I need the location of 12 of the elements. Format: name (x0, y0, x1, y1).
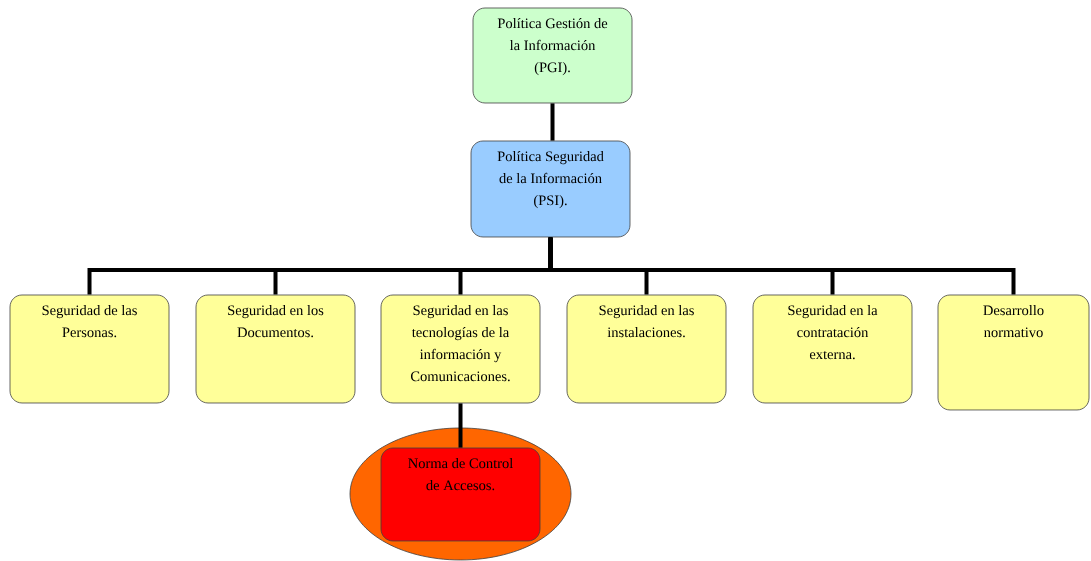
connector-line (550, 103, 555, 141)
process-box: Norma de Control de Accesos. (380, 447, 541, 542)
process-box: Desarrollo normativo (937, 294, 1090, 411)
process-box: Política Seguridad de la Información (PSI). (470, 140, 631, 238)
process-box: Seguridad en las tecnologías de la información y Comunicaciones. (380, 294, 541, 404)
process-box: Política Gestión de la Información (PGI). (472, 7, 633, 104)
connector-line (458, 403, 463, 448)
process-box: Seguridad en los Documentos. (195, 294, 356, 404)
connector-line (548, 237, 1016, 295)
process-box: Seguridad en las instalaciones. (566, 294, 727, 404)
process-box: Seguridad de las Personas. (9, 294, 170, 404)
process-box: Seguridad en la contratación externa. (752, 294, 913, 404)
